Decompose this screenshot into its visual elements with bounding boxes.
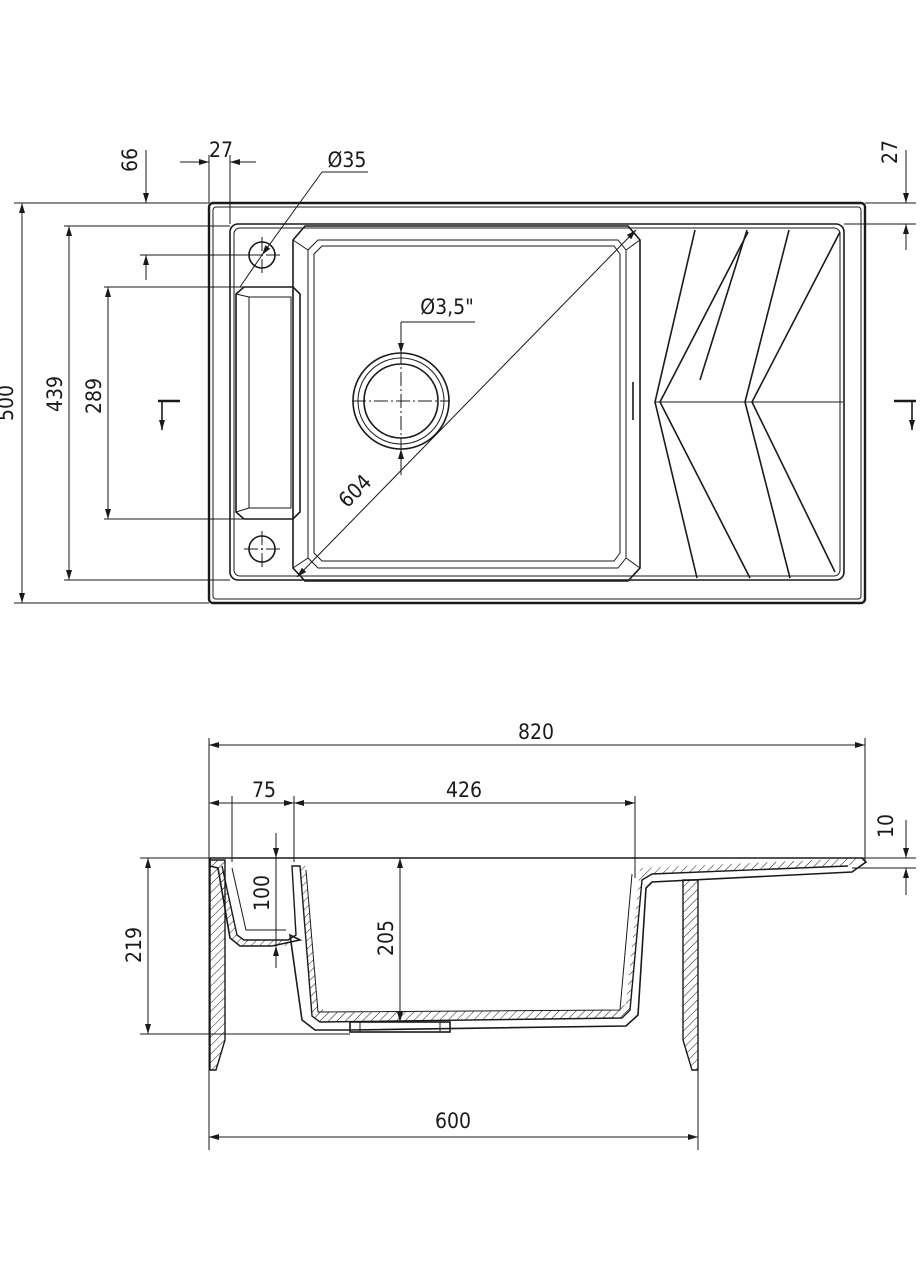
dim-820: 820: [208, 720, 866, 1150]
dim-439-label: 439: [43, 376, 67, 412]
sink-outline: [207, 201, 867, 605]
dim-27-top: 27: [180, 138, 256, 224]
section-mark-right: [894, 399, 916, 430]
dim-604: 604: [296, 229, 637, 578]
dim-66: 66: [118, 148, 262, 280]
dim-75-label: 75: [252, 778, 276, 802]
dim-604-label: 604: [334, 470, 376, 512]
dim-27-top-label: 27: [209, 138, 233, 162]
dim-27-right-label: 27: [878, 140, 902, 164]
cabinet-wall-left: [209, 859, 226, 1071]
dim-426-label: 426: [446, 778, 482, 802]
dim-205: 205: [374, 858, 403, 1022]
dim-hole-35: Ø35: [239, 148, 368, 288]
dim-100: 100: [250, 833, 279, 968]
dim-219: 219: [122, 857, 350, 1035]
dim-500-label: 500: [0, 385, 18, 421]
dim-27-right: 27: [844, 140, 916, 250]
cabinet-wall-right: [682, 879, 699, 1071]
left-recess: [235, 286, 301, 520]
tap-hole-icon: [244, 531, 280, 567]
drainer-ribs: [654, 229, 843, 579]
dim-205-label: 205: [374, 920, 398, 956]
dim-426: 426: [294, 778, 636, 878]
dim-289: 289: [82, 286, 244, 520]
dim-10: 10: [852, 814, 916, 895]
dim-219-label: 219: [122, 927, 146, 963]
drain-icon: [352, 350, 450, 452]
dim-100-label: 100: [250, 875, 274, 911]
dim-drain-label: Ø3,5": [420, 295, 474, 319]
dim-10-label: 10: [874, 814, 898, 838]
dim-439: 439: [43, 225, 230, 581]
section-mark-left: [158, 399, 180, 430]
dim-75: 75: [209, 778, 295, 862]
section-view: 820 75 426 10 100: [122, 720, 916, 1150]
top-view: 500 439 289 66 27: [0, 138, 916, 605]
dim-66-label: 66: [118, 148, 142, 172]
dim-hole-35-label: Ø35: [328, 148, 367, 172]
dim-289-label: 289: [82, 378, 106, 414]
dim-600-label: 600: [435, 1109, 471, 1133]
dim-820-label: 820: [518, 720, 554, 744]
dim-600: 600: [209, 1070, 699, 1150]
inner-deck: [229, 223, 845, 581]
